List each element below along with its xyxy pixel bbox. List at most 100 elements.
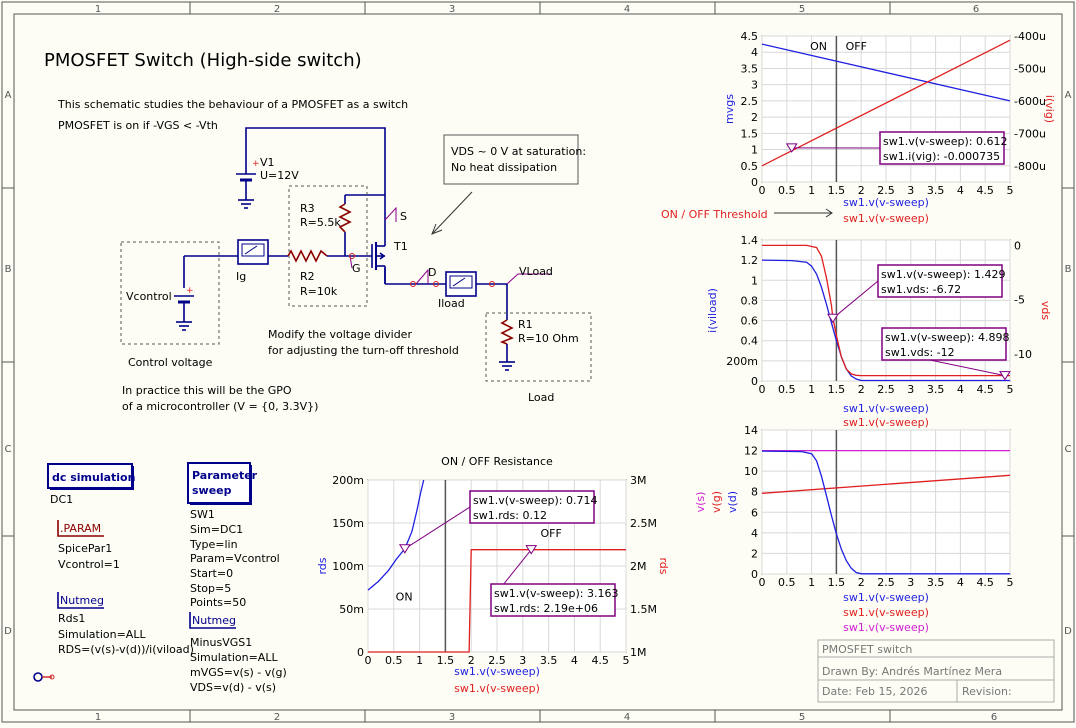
intro-line-2[interactable]: PMOSFET is on if -VGS < -Vth: [58, 119, 218, 132]
iload-ammeter[interactable]: [446, 272, 476, 296]
iload-label[interactable]: Iload: [438, 297, 465, 310]
chart-2-y-tick: 14: [744, 424, 758, 437]
nutmeg2-line-3[interactable]: mVGS=v(s) - v(g): [190, 666, 287, 679]
chart-1-annotation-text: sw1.v(v-sweep): 4.898: [885, 331, 1009, 344]
v1-name[interactable]: V1: [260, 156, 275, 169]
threshold-arrow: [774, 209, 832, 217]
r2-value[interactable]: R=10k: [300, 285, 338, 298]
chart-2-series-label: sw1.v(v-sweep): [843, 591, 929, 604]
titleblock-drawn[interactable]: Drawn By: Andrés Martínez Mera: [822, 665, 1002, 678]
divider-note-line-1[interactable]: Modify the voltage divider: [268, 328, 412, 341]
chart-2-x-tick: 3: [907, 576, 914, 589]
chart-3-x-tick: 4: [571, 654, 578, 667]
chart-0-x-tick: 1: [808, 184, 815, 197]
chart-0-x-tick: 0: [759, 184, 766, 197]
chart-0-y-tick: 0.5: [741, 160, 759, 173]
r2-name[interactable]: R2: [300, 270, 315, 283]
r1-value[interactable]: R=10 Ohm: [518, 332, 579, 345]
r3-resistor[interactable]: [340, 204, 350, 232]
frame-col-5: 5: [799, 4, 805, 15]
param-block-title[interactable]: .PARAM: [60, 522, 101, 535]
titleblock-name[interactable]: PMOSFET switch: [822, 643, 912, 656]
nutmeg1-line-3[interactable]: RDS=(v(s)-v(d))/i(viload): [58, 643, 194, 656]
load-label[interactable]: Load: [528, 391, 554, 404]
node-d-label[interactable]: D: [428, 266, 436, 279]
chart-1-x-tick: 0.5: [778, 383, 796, 396]
vload-label[interactable]: VLoad: [519, 265, 553, 278]
r3-name[interactable]: R3: [300, 202, 315, 215]
threshold-note[interactable]: ON / OFF Threshold: [661, 208, 768, 221]
sweep-line-7[interactable]: Points=50: [190, 596, 246, 609]
chart-3-x-tick: 1.5: [437, 654, 455, 667]
t1-label[interactable]: T1: [393, 240, 408, 253]
vds-note-line-1[interactable]: VDS ~ 0 V at saturation:: [451, 145, 586, 158]
frame-col-4-bottom: 4: [624, 712, 630, 723]
divider-note-line-2[interactable]: for adjusting the turn-off threshold: [268, 344, 459, 357]
nutmeg1-title[interactable]: Nutmeg: [60, 594, 104, 607]
chart-1-x-tick: 3: [907, 383, 914, 396]
vds-note-line-2[interactable]: No heat dissipation: [451, 161, 557, 174]
chart-3-x-tick: 5: [623, 654, 630, 667]
r1-name[interactable]: R1: [518, 318, 533, 331]
nutmeg2-title[interactable]: Nutmeg: [192, 614, 236, 627]
nutmeg1-line-2[interactable]: Simulation=ALL: [58, 628, 146, 641]
node-s-label[interactable]: S: [400, 210, 407, 223]
chart-1-y2-tick: 0: [1014, 239, 1021, 252]
chart-2-y-tick: 8: [751, 486, 758, 499]
ig-ammeter[interactable]: [238, 240, 268, 264]
dc-simulation-title[interactable]: dc simulation: [52, 471, 135, 484]
chart-3-annotation-text: sw1.v(v-sweep): 0.714: [473, 494, 597, 507]
vcontrol-label[interactable]: Vcontrol: [126, 290, 172, 303]
page-title[interactable]: PMOSFET Switch (High-side switch): [44, 50, 362, 71]
chart-0-y-tick: 1: [751, 144, 758, 157]
dc-simulation-name[interactable]: DC1: [50, 493, 73, 506]
chart-3-x-tick: 0: [365, 654, 372, 667]
v1-value[interactable]: U=12V: [260, 169, 299, 182]
param-line-2[interactable]: Vcontrol=1: [58, 558, 120, 571]
chart-1-x-tick: 0: [759, 383, 766, 396]
chart-1-y-tick: 1: [751, 274, 758, 287]
frame-col-3-bottom: 3: [449, 712, 455, 723]
nutmeg2-line-1[interactable]: MinusVGS1: [190, 636, 252, 649]
r1-resistor[interactable]: [502, 320, 512, 344]
gpo-note-line-2[interactable]: of a microcontroller (V = {0, 3.3V}): [122, 400, 318, 413]
control-voltage-label[interactable]: Control voltage: [128, 356, 213, 369]
chart-1-x-tick: 2: [858, 383, 865, 396]
ig-label[interactable]: Ig: [236, 270, 246, 283]
chart-2-series-label: sw1.v(v-sweep): [843, 621, 929, 634]
node-g-label[interactable]: G: [352, 262, 361, 275]
nutmeg2-line-4[interactable]: VDS=v(d) - v(s): [190, 681, 276, 694]
titleblock-date[interactable]: Date: Feb 15, 2026: [822, 685, 927, 698]
gpo-note-line-1[interactable]: In practice this will be the GPO: [122, 384, 292, 397]
chart-1-y-tick: 0.4: [741, 335, 759, 348]
r2-resistor[interactable]: [288, 251, 327, 261]
chart-3-y2-tick: 3M: [630, 474, 647, 487]
sweep-line-5[interactable]: Start=0: [190, 567, 233, 580]
sweep-title-2[interactable]: sweep: [192, 484, 232, 497]
intro-line-1[interactable]: This schematic studies the behaviour of …: [57, 98, 408, 111]
sweep-line-6[interactable]: Stop=5: [190, 582, 231, 595]
chart-3-y2-tick: 2M: [630, 560, 647, 573]
sweep-line-3[interactable]: Type=lin: [189, 538, 238, 551]
sweep-line-4[interactable]: Param=Vcontrol: [190, 552, 280, 565]
chart-3-title: ON / OFF Resistance: [441, 455, 553, 468]
sweep-line-2[interactable]: Sim=DC1: [190, 523, 243, 536]
param-line-1[interactable]: SpicePar1: [58, 542, 112, 555]
frame-row-b-right: B: [1065, 264, 1072, 275]
port-symbol[interactable]: [34, 673, 54, 681]
nutmeg1-line-1[interactable]: Rds1: [58, 612, 85, 625]
t1-pmosfet[interactable]: [372, 195, 385, 284]
vcontrol-plus: +: [186, 286, 194, 296]
sweep-title-1[interactable]: Parameter: [192, 469, 258, 482]
frame-col-2: 2: [274, 4, 280, 15]
frame-row-b: B: [5, 264, 12, 275]
r3-value[interactable]: R=5.5k: [300, 216, 341, 229]
sweep-line-1[interactable]: SW1: [190, 508, 215, 521]
nutmeg2-line-2[interactable]: Simulation=ALL: [190, 651, 278, 664]
titleblock-revision[interactable]: Revision:: [962, 685, 1012, 698]
